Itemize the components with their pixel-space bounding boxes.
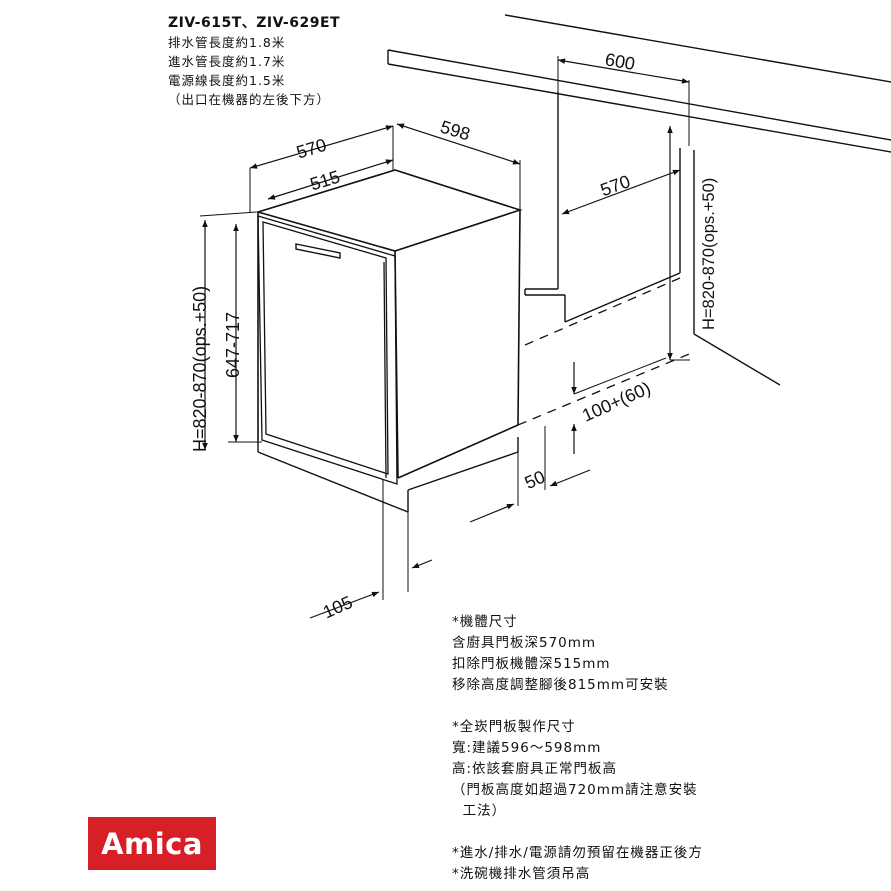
door-panel (257, 215, 398, 485)
drain-hose-length: 排水管長度約1.8米 (168, 35, 286, 50)
unit-height-dimension (199, 211, 257, 450)
amica-logo: Amica (88, 817, 216, 870)
door-size-line-1: 寬:建議596～598mm (452, 740, 602, 756)
extra-note-1: *進水/排水/電源請勿預留在機器正後方 (452, 845, 703, 861)
niche-depth-570-dimension (561, 169, 681, 215)
width-598-label: 598 (438, 117, 473, 145)
door-height-dimension (228, 224, 262, 443)
niche-width-600-label: 600 (604, 49, 637, 74)
plinth-depth-50-dimension (469, 426, 591, 523)
installation-notes: *機體尺寸 含廚具門板深570mm 扣除門板機體深515mm 移除高度調整腳後8… (452, 612, 703, 885)
niche-height-dimension (667, 126, 690, 361)
body-size-line-1: 含廚具門板深570mm (452, 635, 597, 651)
width-598-dimension (396, 123, 521, 210)
cabinet-niche (524, 92, 781, 386)
door-size-line-2: 高:依該套廚具正常門板高 (452, 761, 618, 777)
model-info: ZIV-615T、ZIV-629ET 排水管長度約1.8米 進水管長度約1.7米… (168, 14, 340, 109)
door-size-line-4: 工法） (452, 803, 507, 819)
niche-depth-570-label: 570 (598, 171, 633, 200)
body-size-title: *機體尺寸 (452, 614, 518, 630)
extra-note-2: *洗碗機排水管須吊高 (452, 866, 591, 882)
notes-spacer-2 (452, 822, 703, 843)
countertop (387, 14, 891, 153)
niche-height-label: H=820-870(ops.+50) (700, 178, 718, 330)
floor-lines (517, 277, 695, 426)
door-size-line-3: （門板高度如超過720mm請注意安裝 (452, 782, 698, 798)
model-title: ZIV-615T、ZIV-629ET (168, 15, 341, 31)
power-cord-length: 電源線長度約1.5米 (168, 73, 286, 88)
niche-width-600-dimension (557, 56, 690, 146)
body-size-line-2: 扣除門板機體深515mm (452, 656, 611, 672)
plinth-setback-105-dimension (309, 480, 433, 619)
door-handle (295, 243, 341, 259)
door-size-title: *全崁門板製作尺寸 (452, 719, 576, 735)
outlet-position-note: （出口在機器的左後下方） (168, 92, 331, 107)
plinth-height-label: 100+(60) (579, 378, 653, 426)
door-height-label: 647-717 (223, 312, 243, 378)
inlet-hose-length: 進水管長度約1.7米 (168, 54, 286, 69)
dishwasher-body (255, 169, 523, 479)
depth-570-label: 570 (294, 135, 329, 163)
body-size-line-3: 移除高度調整腳後815mm可安裝 (452, 677, 669, 693)
notes-spacer (452, 696, 703, 717)
plinth-setback-105-label: 105 (320, 592, 356, 622)
unit-height-label: H=820-870(ops.+50) (190, 286, 210, 452)
amica-logo-text: Amica (101, 826, 203, 861)
depth-515-dimension (267, 159, 394, 200)
plinth-depth-50-label: 50 (522, 467, 548, 493)
plinth-height-dimension (571, 357, 667, 454)
